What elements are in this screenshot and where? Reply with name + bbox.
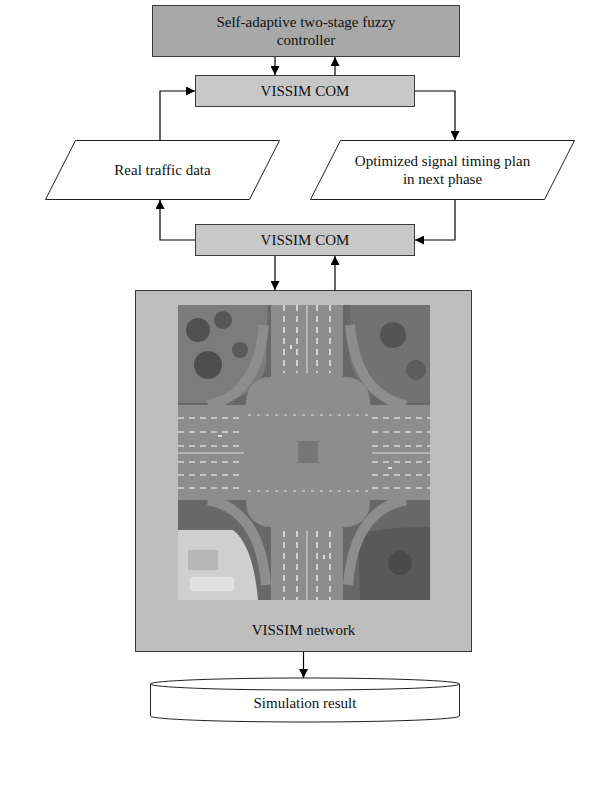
parallelogram-outline: [310, 140, 575, 200]
database-cylinder: Simulation result: [150, 678, 460, 722]
flow-arrow: [334, 57, 335, 75]
controller-box: Self-adaptive two-stage fuzzy controller: [152, 5, 460, 57]
node-label: VISSIM network: [252, 621, 356, 639]
parallelogram-outline: [46, 141, 280, 200]
data-parallelogram: Optimized signal timing plan in next pha…: [310, 140, 575, 200]
flow-arrow: [274, 256, 275, 290]
node-label: Real traffic data: [114, 161, 210, 179]
intersection-aerial: [178, 305, 430, 600]
node-label: Simulation result: [254, 694, 357, 712]
interface-box: VISSIM COM: [195, 224, 415, 256]
cylinder-outline: [151, 678, 460, 722]
parallelogram-outline: [311, 141, 575, 200]
cylinder-rim: [151, 684, 460, 690]
flow-arrow: [303, 652, 304, 678]
node-label: Optimized signal timing plan in next pha…: [350, 152, 535, 188]
flow-arrow: [274, 57, 275, 75]
flow-arrow: [334, 256, 335, 290]
interface-box: VISSIM COM: [195, 75, 415, 107]
node-label: Self-adaptive two-stage fuzzy controller: [199, 13, 414, 49]
flow-arrow: [160, 200, 195, 240]
network-panel: VISSIM network: [135, 290, 472, 652]
flow-arrow: [415, 91, 455, 140]
data-parallelogram: Real traffic data: [45, 140, 280, 200]
node-label: VISSIM COM: [261, 82, 350, 100]
flow-arrow: [160, 91, 195, 140]
flow-arrow: [415, 200, 455, 240]
node-label: VISSIM COM: [261, 231, 350, 249]
